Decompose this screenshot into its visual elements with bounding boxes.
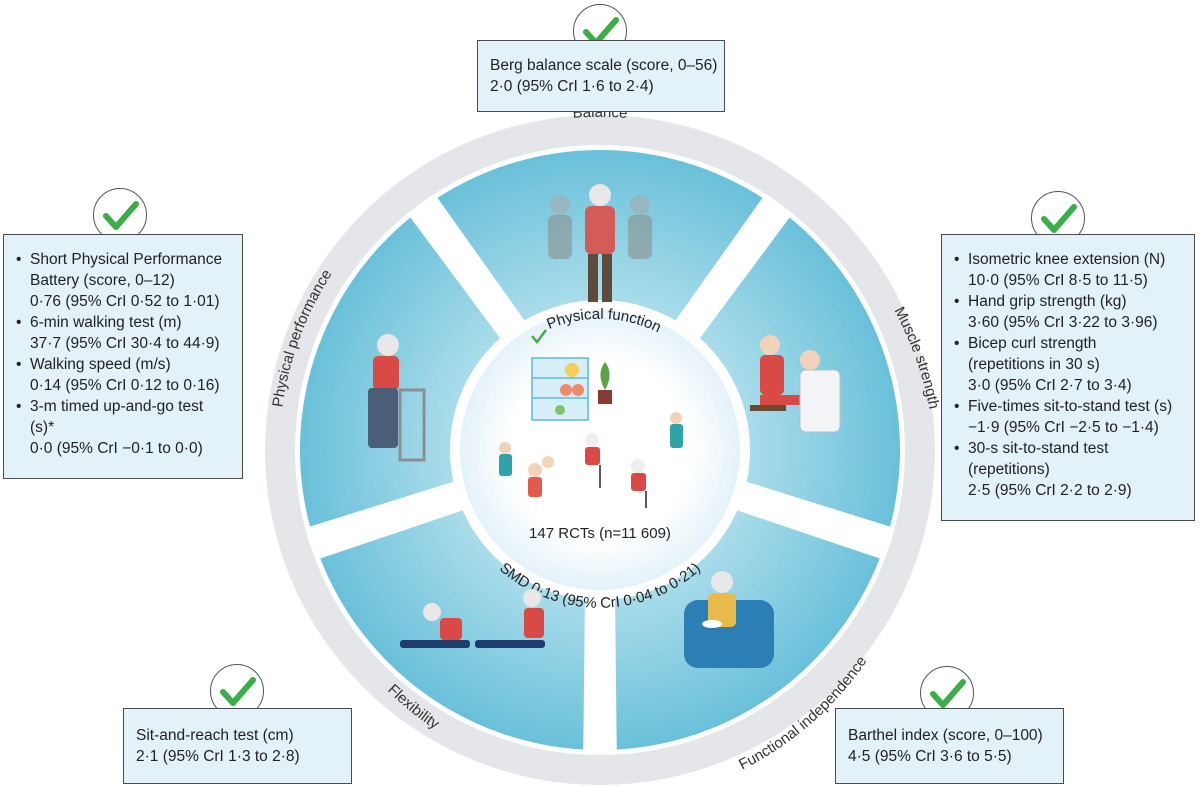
box-functional-independence: Barthel index (score, 0–100) 4·5 (95% Cr… [835, 708, 1064, 784]
segment-muscle-strength [699, 217, 900, 527]
center-rcts: 147 RCTs (n=11 609) [529, 525, 671, 542]
list-item: Walking speed (m/s) 0·14 (95% CrI 0·12 t… [16, 354, 232, 396]
list-item: Five-times sit-to-stand test (s) −1·9 (9… [954, 396, 1184, 438]
list-item: Bicep curl strength (repetitions in 30 s… [954, 333, 1184, 396]
stretching-illustration [400, 589, 545, 648]
list-item: 6-min walking test (m) 37·7 (95% CrI 30·… [16, 312, 232, 354]
balance-illustration [548, 184, 652, 302]
box-functional-line: 4·5 (95% CrI 3·6 to 5·5) [848, 748, 1012, 765]
box-muscle-strength: Isometric knee extension (N) 10·0 (95% C… [941, 234, 1195, 521]
box-flexibility-line: 2·1 (95% CrI 1·3 to 2·8) [136, 748, 300, 765]
box-flexibility-line: Sit-and-reach test (cm) [136, 727, 294, 744]
list-item: Isometric knee extension (N) 10·0 (95% C… [954, 249, 1184, 291]
box-balance-line: 2·0 (95% CrI 1·6 to 2·4) [490, 78, 654, 95]
walker-illustration [368, 334, 426, 462]
list-item: Hand grip strength (kg) 3·60 (95% CrI 3·… [954, 291, 1184, 333]
muscle-illustration [750, 335, 841, 433]
box-physical-performance: Short Physical Performance Battery (scor… [3, 234, 243, 479]
box-functional-line: Barthel index (score, 0–100) [848, 727, 1043, 744]
segment-physical-performance [300, 217, 501, 527]
armchair-illustration [684, 571, 774, 668]
exercise-illustration [499, 357, 683, 508]
box-balance-line: Berg balance scale (score, 0–56) [490, 57, 718, 74]
list-item: 30-s sit-to-stand test (repetitions) 2·5… [954, 438, 1184, 501]
box-flexibility: Sit-and-reach test (cm) 2·1 (95% CrI 1·3… [123, 708, 352, 784]
list-item: Short Physical Performance Battery (scor… [16, 249, 232, 312]
center-title-check-icon [531, 329, 547, 345]
box-balance: Berg balance scale (score, 0–56) 2·0 (95… [477, 40, 725, 112]
list-item: 3-m timed up-and-go test (s)* 0·0 (95% C… [16, 396, 232, 459]
